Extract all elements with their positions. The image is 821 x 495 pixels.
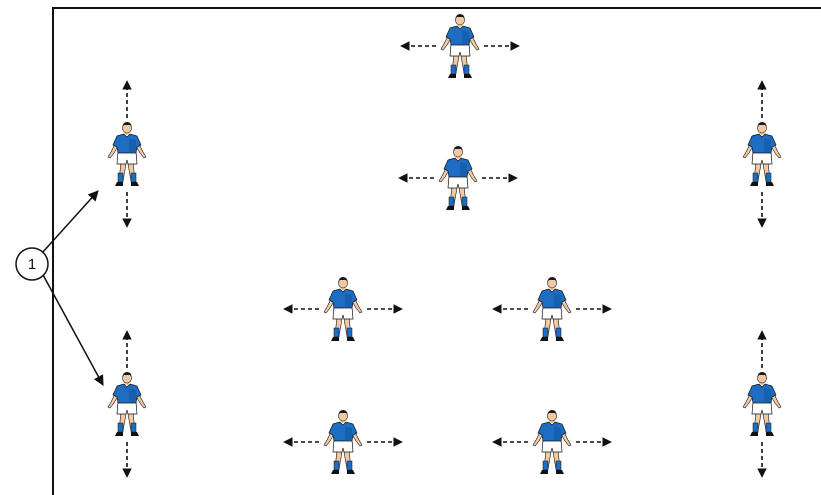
player-top-center <box>440 14 480 78</box>
callout-circle <box>15 247 49 281</box>
callout-1: 1 <box>15 190 104 386</box>
player-group-upper-center <box>398 146 518 210</box>
player-group-mid-left <box>283 277 403 341</box>
player-left-lower <box>107 372 147 436</box>
pitch-boundary <box>52 7 821 495</box>
player-group-top-center <box>400 14 520 78</box>
callout-label: 1 <box>28 256 36 273</box>
player-right-upper <box>742 122 782 186</box>
player-left-upper <box>107 122 147 186</box>
player-upper-center <box>438 146 478 210</box>
callout-pointer-lower <box>41 272 104 386</box>
player-mid-right <box>532 277 572 341</box>
players-layer <box>107 14 782 478</box>
player-group-bottom-left <box>283 410 403 474</box>
player-group-bottom-right <box>492 410 612 474</box>
player-group-right-upper <box>742 80 782 228</box>
player-group-left-lower <box>107 330 147 478</box>
player-mid-left <box>323 277 363 341</box>
player-group-left-upper <box>107 80 147 228</box>
callout-pointer-upper <box>41 190 99 254</box>
player-bottom-right <box>532 410 572 474</box>
player-group-mid-right <box>492 277 612 341</box>
player-bottom-left <box>323 410 363 474</box>
player-group-right-lower <box>742 330 782 478</box>
player-right-lower <box>742 372 782 436</box>
